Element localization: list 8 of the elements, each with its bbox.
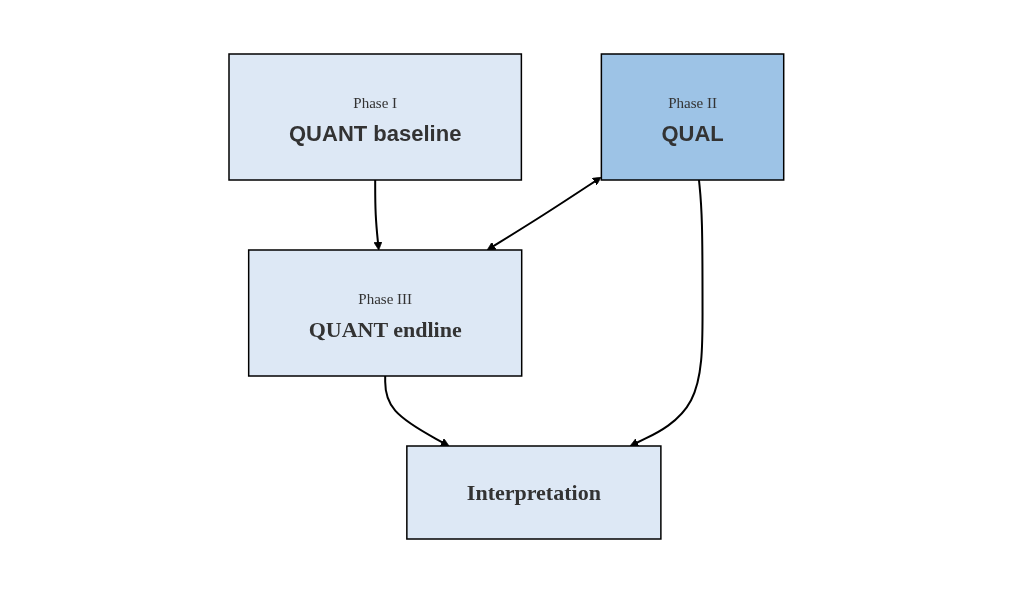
arrow xyxy=(629,178,704,446)
node-box: Phase III QUANT endline xyxy=(247,248,523,377)
arrow xyxy=(373,178,382,250)
arrow xyxy=(486,176,602,250)
node-box: Interpretation xyxy=(405,444,662,540)
node-box: Phase I QUANT baseline xyxy=(227,52,522,181)
arrow xyxy=(383,374,450,446)
node-box: Phase II QUAL xyxy=(600,52,785,181)
